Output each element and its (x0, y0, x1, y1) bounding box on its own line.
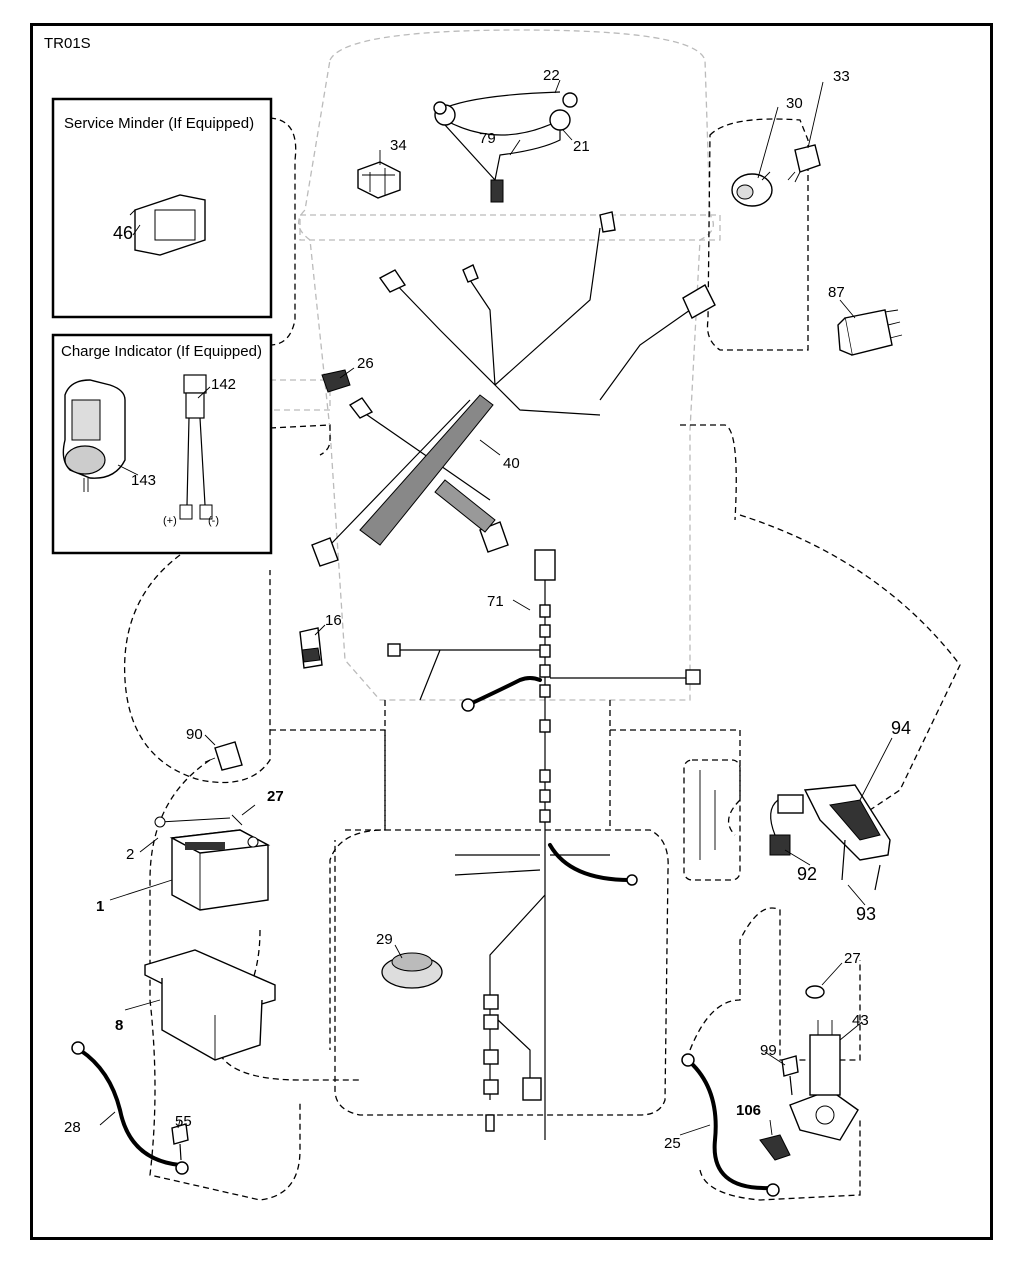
relay-87 (837, 309, 903, 356)
callout-2: 2 (126, 846, 134, 863)
service-minder-module (129, 194, 206, 256)
bolt-55 (171, 1123, 189, 1161)
callout-92: 92 (797, 864, 817, 884)
switch-34 (357, 161, 401, 199)
battery-cable-negative (71, 1041, 189, 1175)
callout-16: 16 (325, 612, 342, 629)
service-minder-inset: Service Minder (If Equipped) (51, 97, 273, 319)
battery-cable-positive (681, 1053, 780, 1197)
battery (154, 814, 271, 911)
callout-71: 71 (487, 593, 504, 610)
callout-27-solenoid: 27 (844, 950, 861, 967)
bolt-99 (781, 1055, 799, 1096)
charge-indicator-gauge (62, 379, 126, 492)
battery-tray (144, 949, 276, 1061)
main-harness (311, 211, 716, 567)
callout-30: 30 (786, 95, 803, 112)
callout-21: 21 (573, 138, 590, 155)
callout-55: 55 (175, 1113, 192, 1130)
charge-indicator-inset: Charge Indicator (If Equipped) (+) (-) (51, 333, 273, 555)
callout-34: 34 (390, 137, 407, 154)
service-minder-title: Service Minder (If Equipped) (64, 115, 254, 132)
callout-94: 94 (891, 718, 911, 738)
ignition-switch (731, 171, 773, 207)
part-106 (759, 1134, 791, 1161)
callout-93: 93 (856, 904, 876, 924)
callout-90: 90 (186, 726, 203, 743)
terminal-minus-label: (-) (208, 515, 219, 527)
shift-plate (683, 759, 741, 881)
callout-1: 1 (96, 898, 104, 915)
part-90 (204, 741, 243, 771)
callout-labels: 1 2 8 16 21 22 25 26 27 27 28 29 30 33 3… (64, 67, 911, 1152)
connector-16 (299, 627, 323, 669)
callout-27-battery: 27 (267, 788, 284, 805)
callout-106: 106 (736, 1102, 761, 1119)
callout-33: 33 (833, 68, 850, 85)
callout-99: 99 (760, 1042, 777, 1059)
callout-142: 142 (211, 376, 236, 393)
callout-29: 29 (376, 931, 393, 948)
diagram-border (30, 23, 993, 1240)
seat-switch-assembly (769, 784, 891, 891)
hour-meter (381, 952, 443, 989)
callout-28: 28 (64, 1119, 81, 1136)
starter-solenoid (789, 985, 859, 1141)
callout-22: 22 (543, 67, 560, 84)
harness-71 (387, 549, 701, 1140)
diagram-code: TR01S (44, 35, 91, 52)
callout-26: 26 (357, 355, 374, 372)
charge-indicator-harness (179, 374, 213, 520)
callout-25: 25 (664, 1135, 681, 1152)
leader-lines (99, 79, 893, 1136)
ignition-key (787, 144, 821, 183)
callout-79: 79 (479, 130, 496, 147)
charge-indicator-title: Charge Indicator (If Equipped) (61, 343, 262, 360)
callout-40: 40 (503, 455, 520, 472)
callout-46: 46 (113, 223, 133, 243)
callout-43: 43 (852, 1012, 869, 1029)
component-regions (123, 117, 961, 1201)
light-harness (433, 91, 578, 203)
callout-87: 87 (828, 284, 845, 301)
callout-143: 143 (131, 472, 156, 489)
terminal-plus-label: (+) (163, 515, 177, 527)
callout-8: 8 (115, 1017, 123, 1034)
